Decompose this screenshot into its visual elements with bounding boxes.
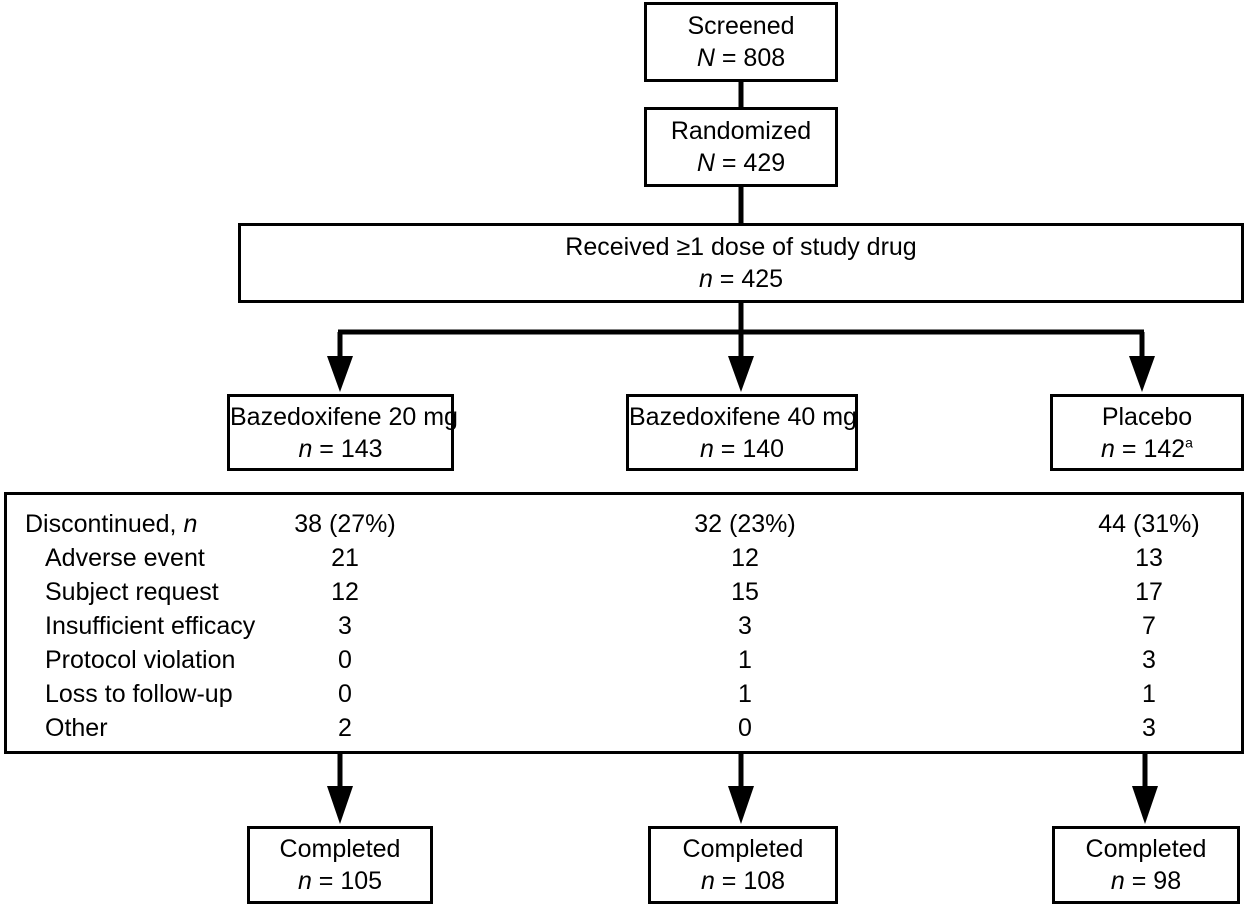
reason-value: 3 [338,612,352,640]
reason-value: 0 [338,646,352,674]
reason-row: Other 2 0 3 [7,711,1241,745]
reason-row: Insufficient efficacy 3 3 7 [7,609,1241,643]
reason-value: 3 [1142,646,1156,674]
arm-box-bazedoxifene-40: Bazedoxifene 40 mg n = 140 [626,394,858,471]
arrowhead-arm-1 [327,356,353,392]
reason-value: 2 [338,714,352,742]
arrowhead-comp-3 [1132,786,1158,824]
completed-box-bazedoxifene-20: Completed n = 105 [247,826,433,904]
reason-value: 21 [331,544,359,572]
completed-label: Completed [1085,835,1207,863]
randomized-label: Randomized [670,117,812,145]
reason-value: 0 [738,714,752,742]
reason-row: Adverse event 21 12 13 [7,541,1241,575]
completed-box-placebo: Completed n = 98 [1052,826,1240,904]
arm-box-placebo: Placebo n = 142a [1050,394,1244,471]
reason-label: Adverse event [45,544,205,572]
reason-value: 1 [738,680,752,708]
reason-value: 13 [1135,544,1163,572]
reason-value: 15 [731,578,759,606]
randomized-box: Randomized N = 429 [644,107,838,187]
arm-box-bazedoxifene-20: Bazedoxifene 20 mg n = 143 [227,394,458,471]
completed-box-bazedoxifene-40: Completed n = 108 [648,826,838,904]
discontinued-value: 38 (27%) [294,510,396,538]
reason-value: 3 [1142,714,1156,742]
reason-value: 0 [338,680,352,708]
discontinued-value: 32 (23%) [694,510,796,538]
reason-label: Loss to follow-up [45,680,233,708]
completed-count: n = 98 [1110,867,1182,895]
discontinued-row: Discontinued, n 38 (27%) 32 (23%) 44 (31… [7,507,1241,541]
completed-label: Completed [279,835,401,863]
arm-label: Placebo [1101,402,1193,431]
completed-count: n = 105 [297,867,383,895]
arm-label: Bazedoxifene 40 mg [629,402,857,431]
arrowhead-comp-2 [728,786,754,824]
arm-count: n = 143 [298,434,383,463]
reason-value: 3 [738,612,752,640]
randomized-count: N = 429 [696,149,786,177]
reason-value: 1 [738,646,752,674]
reason-row: Subject request 12 15 17 [7,575,1241,609]
reason-value: 12 [731,544,759,572]
reason-value: 17 [1135,578,1163,606]
received-label: Received ≥1 dose of study drug [565,233,917,261]
reason-value: 12 [331,578,359,606]
screened-count: N = 808 [696,44,786,72]
arrowhead-arm-3 [1129,356,1155,392]
reason-label: Protocol violation [45,646,236,674]
discontinued-value: 44 (31%) [1098,510,1200,538]
reason-label: Other [45,714,108,742]
reason-value: 7 [1142,612,1156,640]
reason-label: Subject request [45,578,219,606]
screened-box: Screened N = 808 [644,2,838,82]
completed-count: n = 108 [700,867,786,895]
arm-count: n = 142a [1101,434,1193,463]
discontinued-box: Discontinued, n 38 (27%) 32 (23%) 44 (31… [4,492,1244,754]
discontinued-label: Discontinued, n [25,510,198,538]
reason-label: Insufficient efficacy [45,612,256,640]
received-dose-box: Received ≥1 dose of study drug n = 425 [238,223,1244,303]
arrowhead-comp-1 [327,786,353,824]
arm-label: Bazedoxifene 20 mg [230,402,458,431]
reason-row: Loss to follow-up 0 1 1 [7,677,1241,711]
footnote-marker: a [1185,434,1193,451]
received-count: n = 425 [698,265,784,293]
arm-count: n = 140 [699,434,785,463]
reason-value: 1 [1142,680,1156,708]
completed-label: Completed [682,835,804,863]
arrowhead-arm-2 [728,356,754,392]
reason-row: Protocol violation 0 1 3 [7,643,1241,677]
screened-label: Screened [687,12,795,40]
